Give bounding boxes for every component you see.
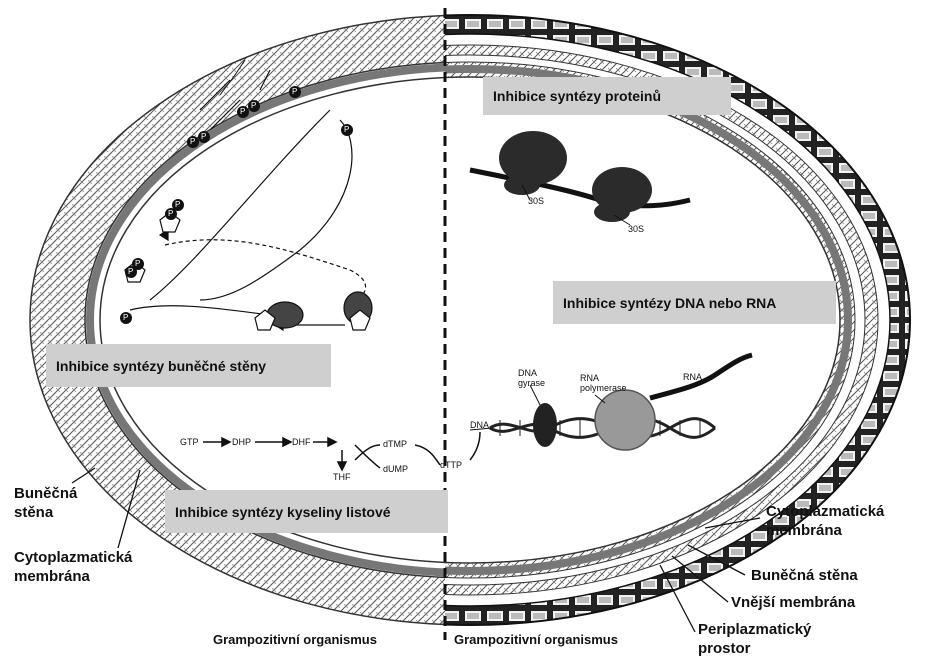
left-organism-label: Grampozitivní organismus — [213, 632, 377, 647]
ribosome-label-1: 30S — [528, 196, 544, 206]
rna-polymerase-label: RNA polymerase — [580, 373, 627, 393]
gtp-label: GTP — [180, 437, 199, 447]
phosphate-label: P — [292, 87, 297, 97]
phosphate-label: P — [251, 101, 256, 111]
protein-synthesis-panel: Inhibice syntézy proteinů — [483, 77, 731, 115]
dttp-label: dTTP — [440, 460, 462, 470]
dtmp-label: dTMP — [383, 439, 407, 449]
dna-gyrase-label: DNA gyrase — [518, 368, 545, 388]
left-cell-wall-label: Buněčná stěna — [14, 484, 77, 522]
outer-membrane-label: Vnější membrána — [731, 593, 855, 612]
cell-wall-synthesis-label: Inhibice syntézy buněčné stěny — [56, 358, 266, 374]
thf-label: THF — [333, 472, 351, 482]
phosphate-label: P — [123, 313, 128, 323]
cell-wall-synthesis-panel: Inhibice syntézy buněčné stěny — [46, 344, 331, 387]
phosphate-label: P — [168, 209, 173, 219]
periplasmic-space-label: Periplazmatický prostor — [698, 620, 811, 658]
folate-synthesis-label: Inhibice syntézy kyseliny listové — [175, 504, 391, 520]
right-cell-wall-label: Buněčná stěna — [751, 566, 858, 585]
phosphate-label: P — [344, 125, 349, 135]
right-membrane-label: Cytoplazmatická membrána — [766, 502, 884, 540]
phosphate-label: P — [175, 200, 180, 210]
dna-label: DNA — [470, 420, 489, 430]
protein-synthesis-label: Inhibice syntézy proteinů — [493, 88, 661, 104]
phosphate-label: P — [240, 107, 245, 117]
dna-rna-synthesis-panel: Inhibice syntézy DNA nebo RNA — [553, 281, 836, 324]
left-membrane-label: Cytoplazmatická membrána — [14, 548, 132, 586]
phosphate-label: P — [135, 259, 140, 269]
phosphate-label: P — [190, 137, 195, 147]
folate-synthesis-panel: Inhibice syntézy kyseliny listové — [165, 490, 448, 533]
dump-label: dUMP — [383, 464, 408, 474]
dhp-label: DHP — [232, 437, 251, 447]
phosphate-label: P — [201, 132, 206, 142]
dna-rna-synthesis-label: Inhibice syntézy DNA nebo RNA — [563, 295, 776, 311]
dhf-label: DHF — [292, 437, 311, 447]
ribosome-label-2: 30S — [628, 224, 644, 234]
phosphate-label: P — [128, 267, 133, 277]
rna-label: RNA — [683, 372, 702, 382]
right-organism-label: Grampozitivní organismus — [454, 632, 618, 647]
